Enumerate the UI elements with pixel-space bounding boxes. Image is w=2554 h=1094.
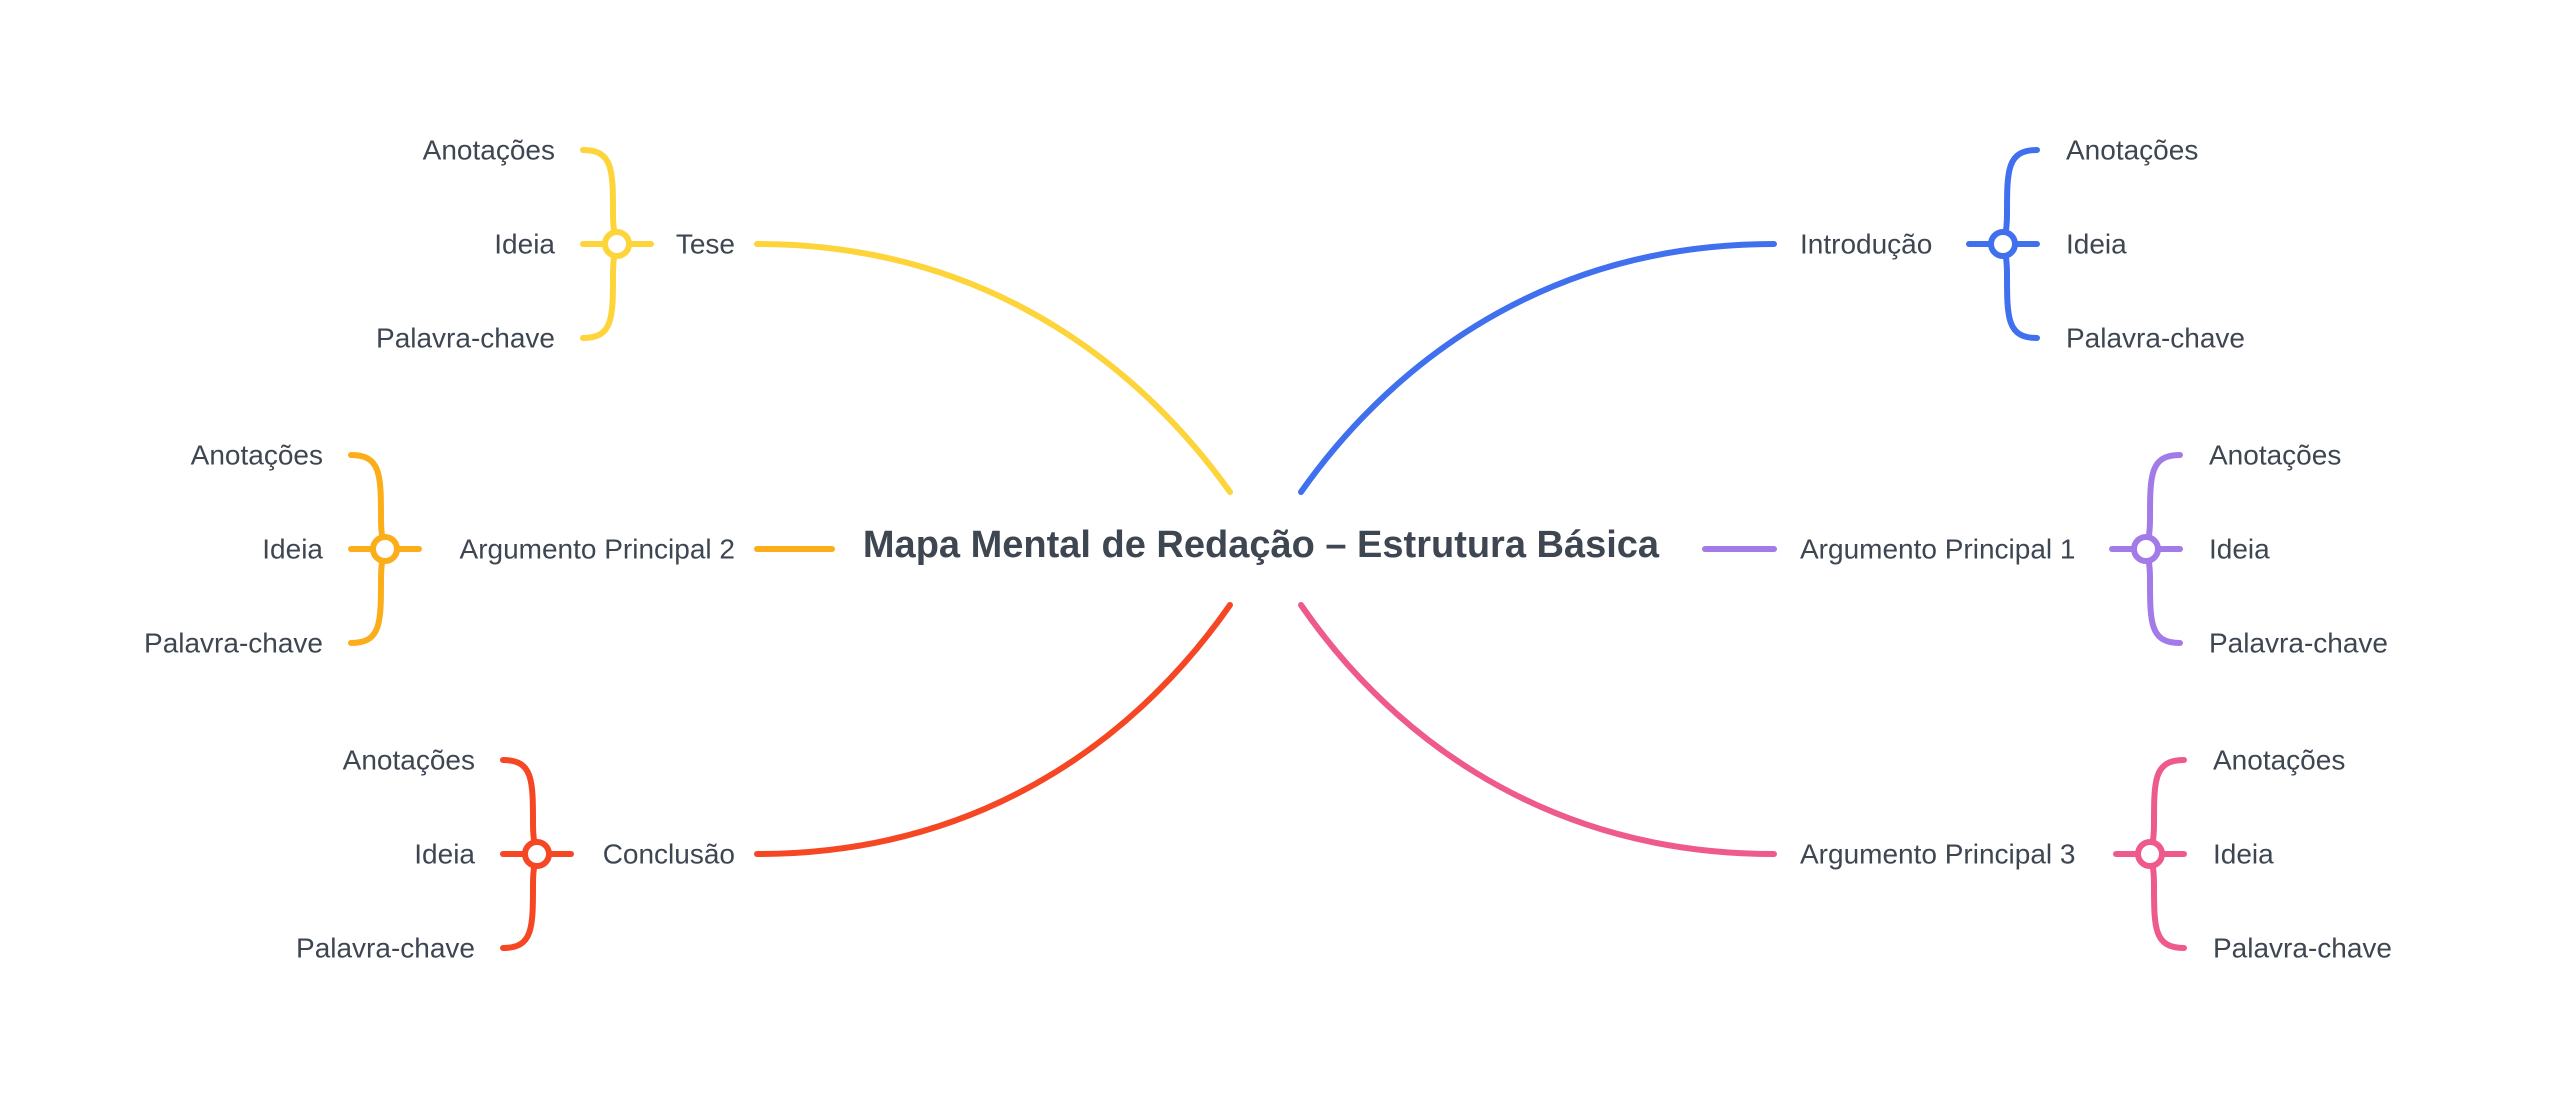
child-introducao-0[interactable]: Anotações	[2066, 135, 2198, 166]
child-argumento-1-1[interactable]: Ideia	[2209, 534, 2270, 565]
central-topic[interactable]: Mapa Mental de Redação – Estrutura Básic…	[863, 524, 1660, 566]
child-tese-2[interactable]: Palavra-chave	[376, 323, 555, 354]
collapse-toggle-conclusao[interactable]	[522, 839, 552, 869]
connector-conclusao	[754, 602, 1233, 857]
child-argumento-2-1[interactable]: Ideia	[262, 534, 323, 565]
collapse-toggle-introducao[interactable]	[1988, 229, 2018, 259]
connector-tese	[754, 241, 1233, 495]
mind-map-nodes: IntroduçãoAnotaçõesIdeiaPalavra-chaveArg…	[144, 135, 2392, 964]
child-argumento-3-0[interactable]: Anotações	[2213, 745, 2345, 776]
branch-argumento-3[interactable]: Argumento Principal 3	[1800, 839, 2075, 870]
child-tese-0[interactable]: Anotações	[423, 135, 555, 166]
collapse-toggle-tese[interactable]	[602, 229, 632, 259]
child-argumento-2-2[interactable]: Palavra-chave	[144, 628, 323, 659]
branch-conclusao[interactable]: Conclusão	[603, 839, 735, 870]
connector-argumento-3	[1298, 602, 1777, 857]
child-argumento-3-1[interactable]: Ideia	[2213, 839, 2274, 870]
child-conclusao-0[interactable]: Anotações	[343, 745, 475, 776]
child-introducao-2[interactable]: Palavra-chave	[2066, 323, 2245, 354]
branch-argumento-1[interactable]: Argumento Principal 1	[1800, 534, 2075, 565]
child-tese-1[interactable]: Ideia	[494, 229, 555, 260]
child-conclusao-2[interactable]: Palavra-chave	[296, 933, 475, 964]
branch-argumento-2[interactable]: Argumento Principal 2	[460, 534, 735, 565]
connector-introducao	[1298, 241, 1777, 495]
child-argumento-3-2[interactable]: Palavra-chave	[2213, 933, 2392, 964]
collapse-toggle-argumento-1[interactable]	[2131, 534, 2161, 564]
collapse-toggle-argumento-3[interactable]	[2135, 839, 2165, 869]
collapse-toggle-argumento-2[interactable]	[370, 534, 400, 564]
child-argumento-1-0[interactable]: Anotações	[2209, 440, 2341, 471]
child-conclusao-1[interactable]: Ideia	[414, 839, 475, 870]
branch-tese[interactable]: Tese	[676, 229, 735, 260]
child-argumento-2-0[interactable]: Anotações	[191, 440, 323, 471]
branch-introducao[interactable]: Introdução	[1800, 229, 1932, 260]
child-argumento-1-2[interactable]: Palavra-chave	[2209, 628, 2388, 659]
child-introducao-1[interactable]: Ideia	[2066, 229, 2127, 260]
